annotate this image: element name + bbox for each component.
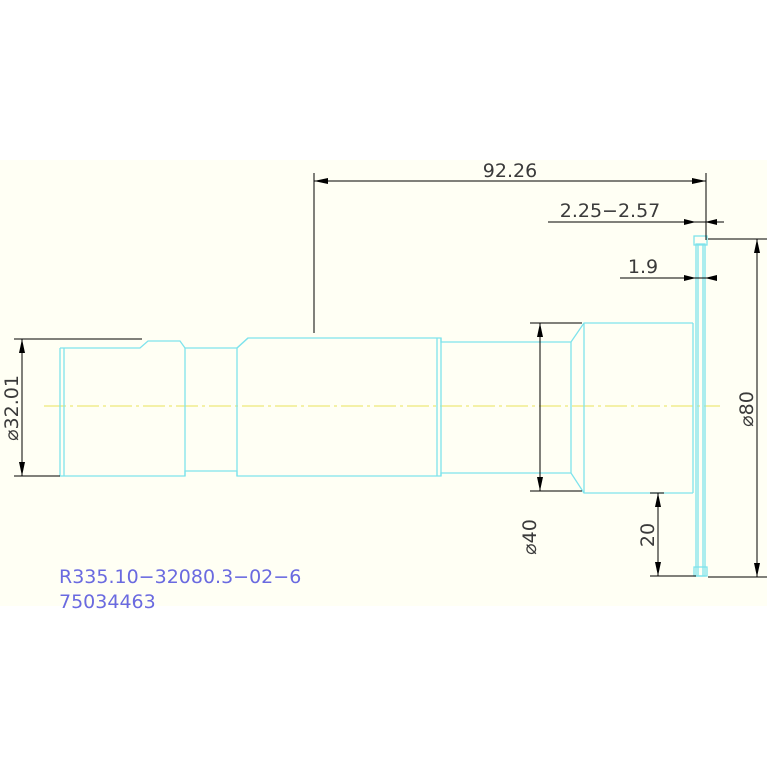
dimension-groove-width: 2.25−2.57 bbox=[548, 200, 724, 225]
dimension-diameter-small-label: ⌀32.01 bbox=[1, 375, 23, 441]
dimension-diameter-flange-label: ⌀80 bbox=[736, 391, 758, 427]
dimension-diameter-flange: ⌀80 bbox=[708, 238, 767, 578]
dimension-diameter-small: ⌀32.01 bbox=[1, 338, 142, 477]
dimension-diameter-mid: ⌀40 bbox=[519, 322, 582, 555]
dimension-flange-offset-label: 20 bbox=[637, 523, 659, 547]
part-number: R335.10−32080.3−02−6 bbox=[59, 566, 301, 588]
shaft-outline bbox=[59, 235, 708, 577]
dimension-overall-length: 92.26 bbox=[313, 160, 707, 333]
item-code: 75034463 bbox=[59, 591, 156, 613]
dimension-diameter-mid-label: ⌀40 bbox=[519, 519, 541, 555]
dimension-flange-thickness: 1.9 bbox=[620, 256, 717, 281]
drawing-area bbox=[0, 160, 767, 606]
dimension-flange-thickness-label: 1.9 bbox=[628, 256, 658, 278]
dimension-groove-width-label: 2.25−2.57 bbox=[560, 200, 661, 222]
dimension-flange-offset: 20 bbox=[637, 492, 696, 577]
dimension-overall-length-label: 92.26 bbox=[483, 160, 537, 182]
